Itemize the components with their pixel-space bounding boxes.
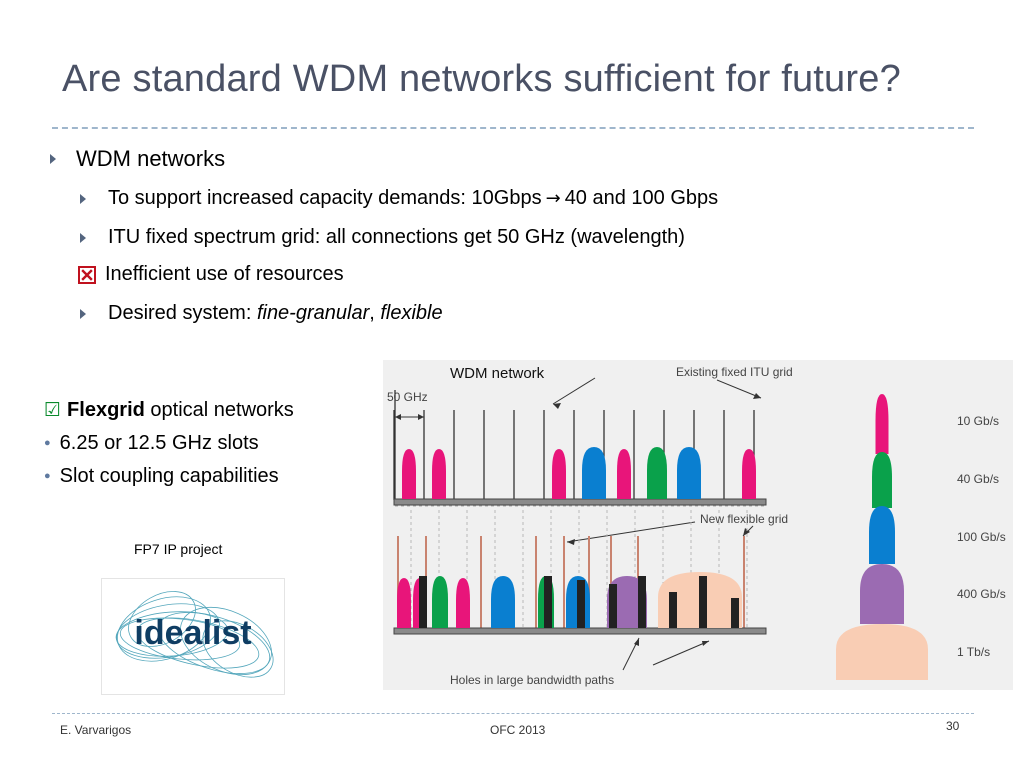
flexgrid-rest: optical networks xyxy=(150,399,294,421)
signal-10g xyxy=(552,449,566,499)
bullet-triangle-icon xyxy=(50,154,56,164)
bullet-itu-grid: ITU fixed spectrum grid: all connections… xyxy=(80,226,685,249)
carrier-marker xyxy=(638,576,646,628)
fixed-spectrum-baseline xyxy=(393,498,767,506)
slide-title: Are standard WDM networks sufficient for… xyxy=(62,58,901,100)
signal-40g xyxy=(432,576,448,628)
footer-author: E. Varvarigos xyxy=(60,723,132,737)
project-label: FP7 IP project xyxy=(134,541,223,557)
cross-box-icon xyxy=(78,265,96,284)
flexgrid-heading: ☑Flexgrid optical networks xyxy=(44,399,294,422)
idealist-logo: idealist xyxy=(101,578,285,695)
bullet-desired-prefix: Desired system: xyxy=(108,302,252,324)
bullet-itu-grid-text: ITU fixed spectrum grid: all connections… xyxy=(108,226,685,248)
carrier-marker xyxy=(577,580,585,628)
bullet-capacity-before: To support increased capacity demands: 1… xyxy=(108,187,542,209)
checkbox-checked-icon: ☑ xyxy=(44,399,62,421)
flexgrid-point-text: Slot coupling capabilities xyxy=(59,465,279,487)
bullet-inefficient: Inefficient use of resources xyxy=(78,263,344,286)
footer-divider xyxy=(52,713,974,714)
legend-signal-100g xyxy=(869,506,895,564)
footer-event: OFC 2013 xyxy=(490,723,546,737)
bullet-desired-italic-b: flexible xyxy=(380,302,443,324)
bullet-capacity-after: 40 and 100 Gbps xyxy=(564,187,719,209)
flexgrid-bold: Flexgrid xyxy=(67,399,145,421)
bullet-dot-icon: ● xyxy=(44,470,51,482)
signal-10g xyxy=(402,449,416,499)
bullet-inefficient-text: Inefficient use of resources xyxy=(105,263,344,285)
bullet-desired-system: Desired system: fine-granular, flexible xyxy=(80,302,443,325)
bullet-wdm-networks: WDM networks xyxy=(50,146,225,172)
bullet-triangle-icon xyxy=(80,193,86,204)
bullet-desired-comma: , xyxy=(369,302,375,324)
signal-40g xyxy=(647,447,667,499)
wdm-figure: WDM network 50 GHz Existing fixed ITU gr… xyxy=(383,360,1013,690)
legend-signal-40g xyxy=(872,452,892,508)
fixed-grid-label: Existing fixed ITU grid xyxy=(676,365,793,379)
signal-100g xyxy=(582,447,606,499)
rate-label-400g: 400 Gb/s xyxy=(957,587,1006,601)
legend-signal-1t xyxy=(836,624,928,680)
title-divider xyxy=(52,127,974,129)
signal-10g xyxy=(397,578,411,628)
flexgrid-point-text: 6.25 or 12.5 GHz slots xyxy=(59,432,259,454)
carrier-marker xyxy=(699,576,707,628)
legend-signal-400g xyxy=(860,564,904,624)
bullet-desired-italic-a: fine-granular xyxy=(256,302,370,324)
rate-label-1t: 1 Tb/s xyxy=(957,645,991,659)
signal-10g xyxy=(742,449,756,499)
carrier-marker xyxy=(544,576,552,628)
right-arrow-icon: → xyxy=(545,188,561,209)
signal-10g xyxy=(432,449,446,499)
bullet-triangle-icon xyxy=(80,308,86,319)
flex-spectrum-baseline xyxy=(393,627,767,635)
carrier-marker xyxy=(609,584,617,628)
carrier-marker xyxy=(669,592,677,628)
carrier-marker xyxy=(419,576,427,628)
bullet-main-text: WDM networks xyxy=(76,146,226,171)
flexgrid-point: ● Slot coupling capabilities xyxy=(44,465,279,488)
signal-10g xyxy=(456,578,470,628)
rate-label-10g: 10 Gb/s xyxy=(957,414,1000,428)
signal-100g xyxy=(677,447,701,499)
bullet-triangle-icon xyxy=(80,232,86,243)
rate-label-100g: 100 Gb/s xyxy=(957,530,1006,544)
flex-grid-label: New flexible grid xyxy=(700,512,788,526)
logo-text: idealist xyxy=(134,614,251,652)
idealist-logo-graphic: idealist xyxy=(115,591,274,678)
rate-label-40g: 40 Gb/s xyxy=(957,472,1000,486)
flexgrid-point: ● 6.25 or 12.5 GHz slots xyxy=(44,432,259,455)
holes-label: Holes in large bandwidth paths xyxy=(450,673,614,687)
spacing-label: 50 GHz xyxy=(387,390,428,404)
spectrum-diagram: WDM network 50 GHz Existing fixed ITU gr… xyxy=(387,365,928,687)
legend-signal-10g xyxy=(875,394,889,454)
bullet-capacity: To support increased capacity demands: 1… xyxy=(80,187,718,210)
carrier-marker xyxy=(731,598,739,628)
figure-title: WDM network xyxy=(450,365,545,382)
signal-100g xyxy=(491,576,515,628)
signal-10g xyxy=(617,449,631,499)
page-number: 30 xyxy=(946,719,960,733)
bullet-dot-icon: ● xyxy=(44,437,51,449)
